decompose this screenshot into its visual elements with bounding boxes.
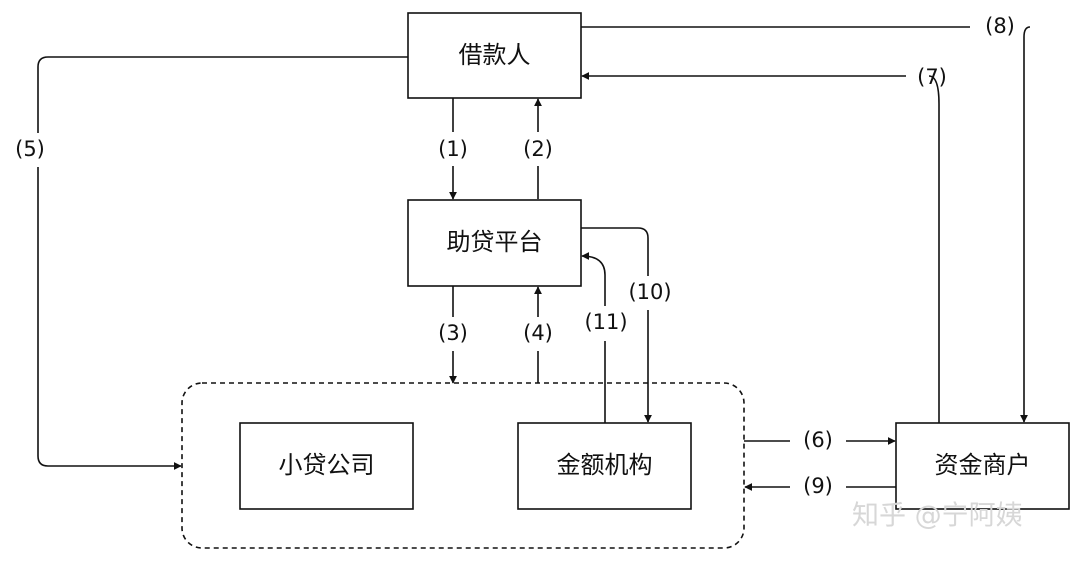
edge-11 xyxy=(582,256,606,423)
edge-10 xyxy=(581,227,648,422)
edge-11-label: (11) xyxy=(584,310,627,334)
edge-9-label: (9) xyxy=(803,474,833,498)
edge-8-label: (8) xyxy=(985,14,1015,38)
watermark-text: 知乎 @宁阿姨 xyxy=(852,501,1023,532)
node-microloan-label: 小贷公司 xyxy=(279,451,375,479)
node-borrower: 借款人 xyxy=(407,12,582,99)
node-platform-label: 助贷平台 xyxy=(447,228,543,256)
edge-10-label: (10) xyxy=(628,280,671,304)
node-funder: 资金商户 xyxy=(895,422,1070,510)
node-borrower-label: 借款人 xyxy=(459,41,531,69)
node-platform: 助贷平台 xyxy=(407,199,582,287)
node-institution: 金额机构 xyxy=(517,422,692,510)
edge-1-label: (1) xyxy=(438,137,468,161)
edge-3-label: (3) xyxy=(438,321,468,345)
edge-5 xyxy=(37,56,408,466)
edge-7-label: (7) xyxy=(917,65,947,89)
edge-5-label: (5) xyxy=(15,137,45,161)
node-funder-label: 资金商户 xyxy=(935,451,1031,479)
edge-8 xyxy=(581,26,1030,422)
edge-7 xyxy=(582,76,940,423)
node-microloan: 小贷公司 xyxy=(239,422,414,510)
edge-6-label: (6) xyxy=(803,428,833,452)
edge-4-label: (4) xyxy=(523,321,553,345)
node-institution-label: 金额机构 xyxy=(557,451,653,479)
edge-2-label: (2) xyxy=(523,137,553,161)
